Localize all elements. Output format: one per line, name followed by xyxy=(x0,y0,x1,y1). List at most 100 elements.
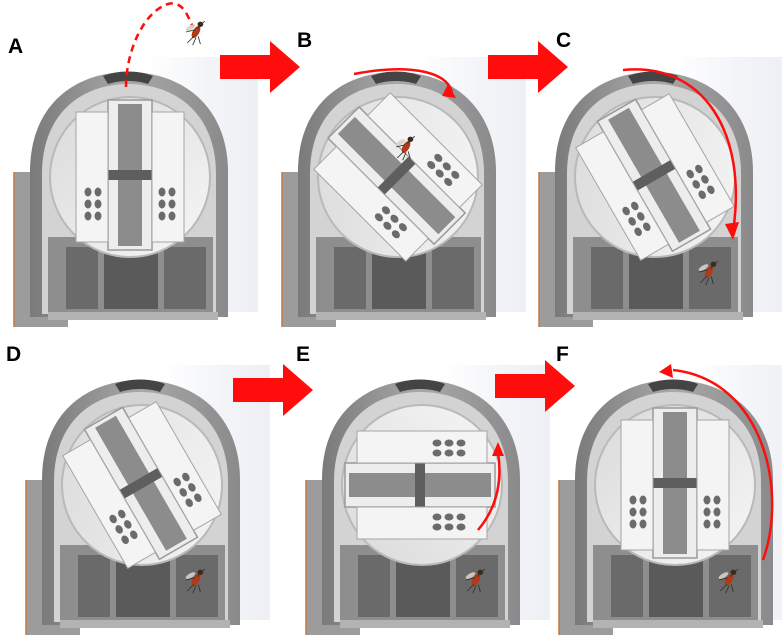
vent-hole xyxy=(713,495,721,505)
trap-device-f xyxy=(558,364,782,635)
vent-hole xyxy=(374,213,383,222)
vent-hole xyxy=(158,199,166,209)
trap-device-e xyxy=(305,365,550,635)
vent-hole xyxy=(427,160,436,170)
vent-hole xyxy=(456,523,466,531)
vent-hole xyxy=(391,230,400,239)
trap-device-d xyxy=(25,365,270,635)
trap-device-a xyxy=(13,2,258,327)
rotor-drum xyxy=(313,92,483,262)
vent-hole xyxy=(121,535,129,545)
vent-hole xyxy=(713,507,721,517)
rotation-arrowhead-icon xyxy=(659,364,673,378)
vent-hole xyxy=(639,519,647,529)
vent-hole xyxy=(444,523,454,531)
flight-path-icon xyxy=(124,2,195,88)
vent-hole xyxy=(115,525,123,534)
vent-hole xyxy=(398,223,407,232)
rotation-arrowhead-icon xyxy=(725,222,739,240)
vent-hole xyxy=(432,513,442,521)
vent-hole xyxy=(179,488,187,497)
mosquito-icon xyxy=(718,568,739,594)
panel-label-b: B xyxy=(297,29,313,52)
mosquito-icon xyxy=(185,20,206,46)
vent-hole xyxy=(631,201,639,211)
rotor-divider xyxy=(653,478,697,488)
base-plate xyxy=(573,312,743,320)
rotor-door-left xyxy=(356,506,488,540)
vent-hole xyxy=(94,211,102,221)
rotation-arrow-icon xyxy=(622,68,738,233)
entry-slot xyxy=(648,379,698,392)
vent-hole xyxy=(629,519,637,529)
mosquito-icon xyxy=(698,260,719,286)
vent-hole xyxy=(168,211,176,221)
vent-hole xyxy=(109,514,117,524)
vent-hole xyxy=(168,187,176,197)
transition-arrow-icon xyxy=(495,360,575,412)
vent-hole xyxy=(432,449,442,457)
rotor-door-right xyxy=(366,92,483,209)
rotation-arrow-icon xyxy=(477,451,501,531)
mosquito-icon xyxy=(185,568,206,594)
vent-hole xyxy=(444,439,454,447)
vent-hole xyxy=(456,513,466,521)
vent-hole xyxy=(84,199,92,209)
panel-label-e: E xyxy=(296,343,311,366)
rotor-drum xyxy=(341,404,503,566)
trap-device-c xyxy=(538,57,782,327)
vent-hole xyxy=(432,523,442,531)
rotor-drum xyxy=(574,93,736,261)
vent-hole xyxy=(94,187,102,197)
transition-arrow-icon xyxy=(488,41,568,93)
chamber-left-bay xyxy=(66,247,98,309)
vent-hole xyxy=(628,217,636,226)
vent-hole xyxy=(703,519,711,529)
vent-hole xyxy=(703,507,711,517)
base-plate xyxy=(593,620,763,628)
chamber-left-bay xyxy=(611,555,643,617)
vent-hole xyxy=(158,187,166,197)
vent-hole xyxy=(442,162,451,171)
rotor-door-right xyxy=(151,111,185,243)
vent-hole xyxy=(381,206,391,215)
vent-hole xyxy=(434,153,443,162)
chamber-left-bay xyxy=(591,247,623,309)
vent-hole xyxy=(432,439,442,447)
rotation-arrowhead-icon xyxy=(442,84,456,98)
vent-hole xyxy=(639,507,647,517)
mosquito-icon xyxy=(395,135,416,161)
chamber-right-bay xyxy=(709,555,751,617)
chamber-right-bay xyxy=(176,555,218,617)
vent-hole xyxy=(692,180,700,189)
vent-hole xyxy=(444,449,454,457)
panel-label-c: C xyxy=(556,29,572,52)
vent-hole xyxy=(456,449,466,457)
base-plate xyxy=(340,620,510,628)
rotor-drum xyxy=(594,404,756,566)
vent-hole xyxy=(444,177,453,186)
vent-hole xyxy=(435,169,444,178)
rotor-divider xyxy=(119,467,163,499)
entry-slot xyxy=(115,379,165,392)
vent-hole xyxy=(686,169,694,179)
vent-hole xyxy=(629,507,637,517)
vent-hole xyxy=(444,513,454,521)
base-plate xyxy=(316,312,486,320)
base-plate xyxy=(48,312,218,320)
vent-hole xyxy=(637,212,645,221)
entry-slot xyxy=(371,71,421,84)
vent-hole xyxy=(130,530,138,540)
chamber-right-bay xyxy=(432,247,474,309)
rotor-drum xyxy=(61,401,223,569)
vent-hole xyxy=(713,519,721,529)
chamber-left-bay xyxy=(334,247,366,309)
vent-hole xyxy=(451,170,460,179)
trap-device-b xyxy=(281,57,526,327)
chamber-right-bay xyxy=(164,247,206,309)
rotor-door-right xyxy=(356,430,488,464)
vent-hole xyxy=(698,190,706,200)
vent-hole xyxy=(188,483,196,492)
vent-hole xyxy=(643,222,651,232)
